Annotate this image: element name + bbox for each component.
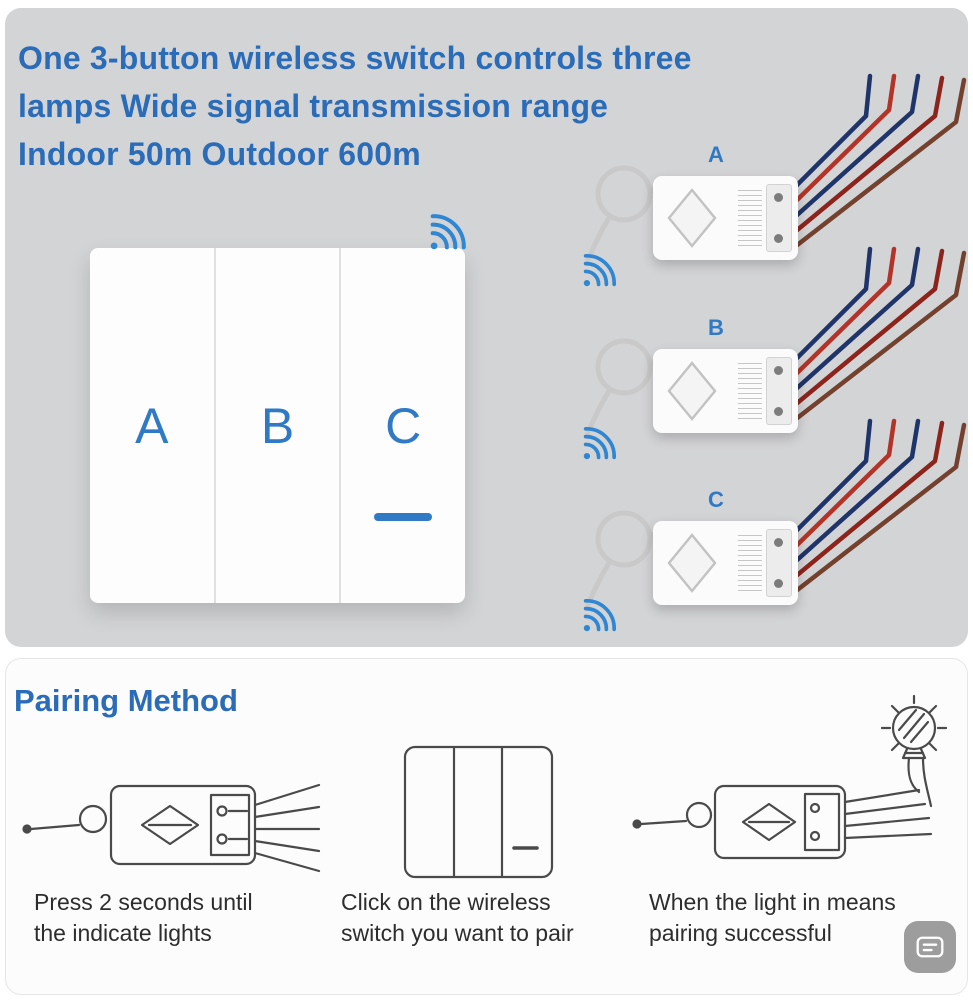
wall-switch: A B C — [90, 248, 465, 603]
terminal-screw — [774, 234, 783, 243]
step1-receiver-illustration — [22, 783, 321, 873]
terminal-screw — [774, 407, 783, 416]
module-terminal — [766, 184, 792, 252]
step3-success-illustration — [632, 694, 948, 860]
pairing-panel: Pairing Method — [5, 658, 968, 995]
module-terminal — [766, 357, 792, 425]
switch-button-a-label: A — [135, 397, 169, 454]
terminal-screw — [774, 193, 783, 202]
headline: One 3-button wireless switch controls th… — [18, 34, 692, 178]
caption-line: Click on the wireless — [341, 889, 551, 915]
module-button-icon — [667, 361, 717, 421]
caption-line: When the light in means — [649, 889, 896, 915]
receiver-unit-a: A — [560, 70, 972, 312]
switch-button-b: B — [213, 248, 340, 603]
terminal-screw — [774, 366, 783, 375]
module-label-text — [738, 363, 762, 419]
scan-icon-glyph — [916, 936, 944, 958]
wifi-icon — [574, 597, 618, 641]
receiver-module — [653, 349, 798, 433]
top-panel: One 3-button wireless switch controls th… — [5, 8, 968, 647]
wifi-icon — [574, 425, 618, 469]
wires-illustration — [796, 246, 967, 422]
module-button-icon — [667, 188, 717, 248]
caption-line: switch you want to pair — [341, 920, 574, 946]
receiver-label: A — [708, 142, 724, 167]
module-button-icon — [667, 533, 717, 593]
switch-button-c-label: C — [385, 397, 422, 454]
caption-line: pairing successful — [649, 920, 832, 946]
module-label-text — [738, 535, 762, 591]
headline-line-3: Indoor 50m Outdoor 600m — [18, 136, 421, 172]
wires-illustration — [796, 73, 967, 249]
headline-line-1: One 3-button wireless switch controls th… — [18, 40, 692, 76]
step3-caption: When the light in means pairing successf… — [649, 887, 896, 949]
caption-line: the indicate lights — [34, 920, 212, 946]
receiver-module — [653, 521, 798, 605]
wifi-icon-glyph — [430, 214, 466, 250]
pairing-title: Pairing Method — [14, 683, 238, 718]
wifi-icon — [420, 212, 468, 260]
scan-icon[interactable] — [904, 921, 956, 973]
module-label-text — [738, 190, 762, 246]
receiver-unit-b: B — [560, 243, 972, 485]
wifi-icon-glyph — [583, 427, 616, 460]
caption-line: Press 2 seconds until — [34, 889, 253, 915]
terminal-screw — [774, 538, 783, 547]
wifi-icon-glyph — [583, 254, 616, 287]
step2-caption: Click on the wireless switch you want to… — [341, 887, 574, 949]
terminal-screw — [774, 579, 783, 588]
switch-button-c: C — [339, 248, 465, 603]
step1-caption: Press 2 seconds until the indicate light… — [34, 887, 253, 949]
module-terminal — [766, 529, 792, 597]
wifi-icon — [574, 252, 618, 296]
wifi-icon-glyph — [583, 599, 616, 632]
indicator-dash — [374, 513, 433, 521]
switch-button-b-label: B — [260, 397, 295, 454]
receiver-label: C — [708, 487, 724, 512]
wires-illustration — [796, 418, 967, 594]
headline-line-2: lamps Wide signal transmission range — [18, 88, 609, 124]
receiver-label: B — [708, 315, 724, 340]
switch-button-a: A — [90, 248, 214, 603]
receiver-module — [653, 176, 798, 260]
receiver-unit-c: C — [560, 415, 972, 657]
step2-switch-illustration — [403, 745, 554, 879]
